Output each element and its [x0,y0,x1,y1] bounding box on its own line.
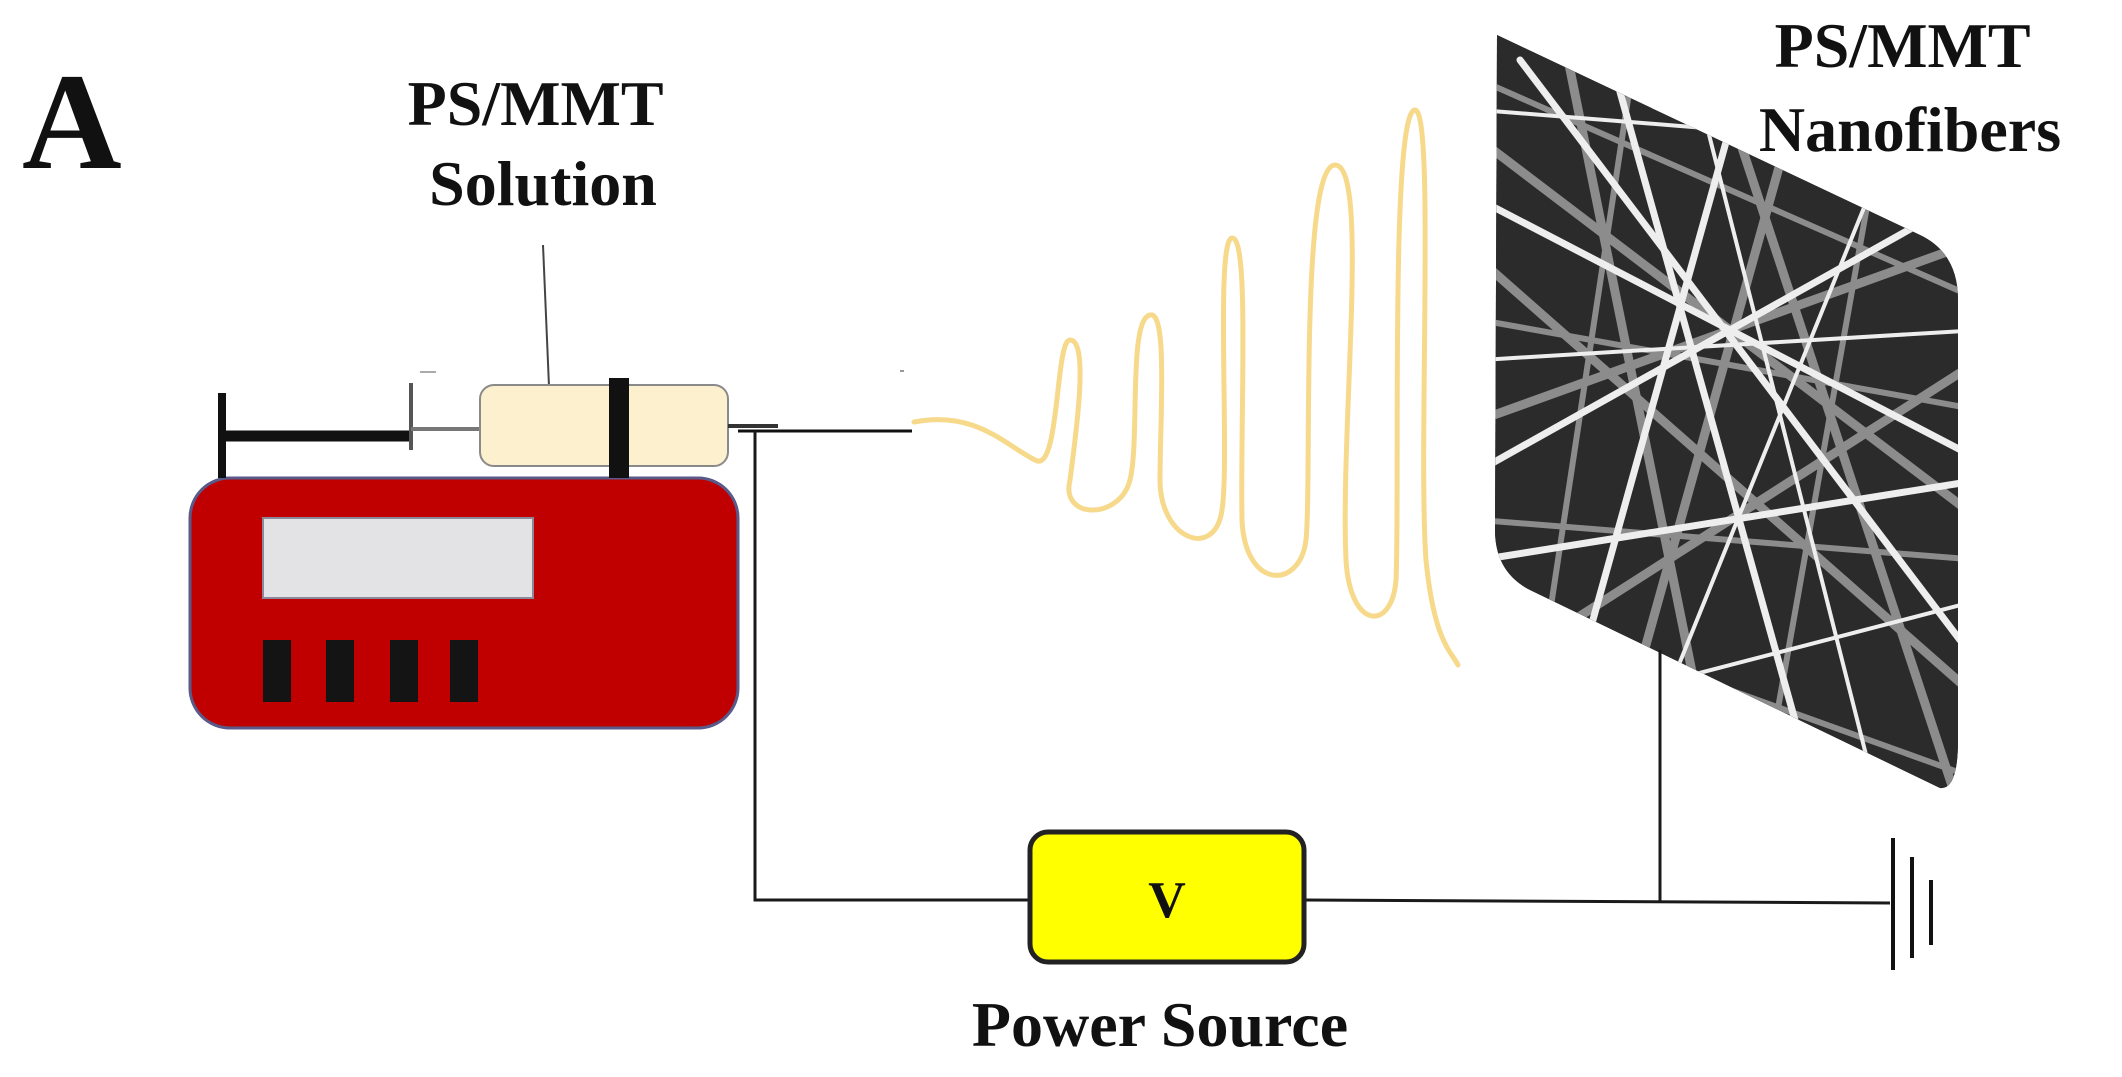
syringe-clamp [609,378,629,478]
ground-symbol [1891,838,1933,970]
pump-button-2 [326,640,354,702]
solution-label-line1: PS/MMT [408,68,663,139]
pump-button-3 [390,640,418,702]
pump-button-4 [450,640,478,702]
nanofibers-label: PS/MMT Nanofibers [1759,10,2061,165]
power-source-symbol: V [1148,872,1186,929]
syringe-plunger [218,371,480,478]
nanofibers-label-line1: PS/MMT [1775,10,2030,81]
panel-label: A [22,45,122,198]
power-source-box [1027,829,1307,965]
pump-display [262,517,534,599]
syringe-barrel [479,378,778,478]
solution-label-line2: Solution [429,148,657,219]
fiber-jet [911,107,1461,668]
syringe-pump [188,476,740,730]
solution-label: PS/MMT Solution [408,68,679,219]
power-source-label: Power Source [972,989,1348,1060]
circuit-wires [753,431,1891,905]
solution-pointer-arrow [542,244,561,417]
nanofibers-label-line2: Nanofibers [1759,94,2061,165]
pump-button-1 [263,640,291,702]
